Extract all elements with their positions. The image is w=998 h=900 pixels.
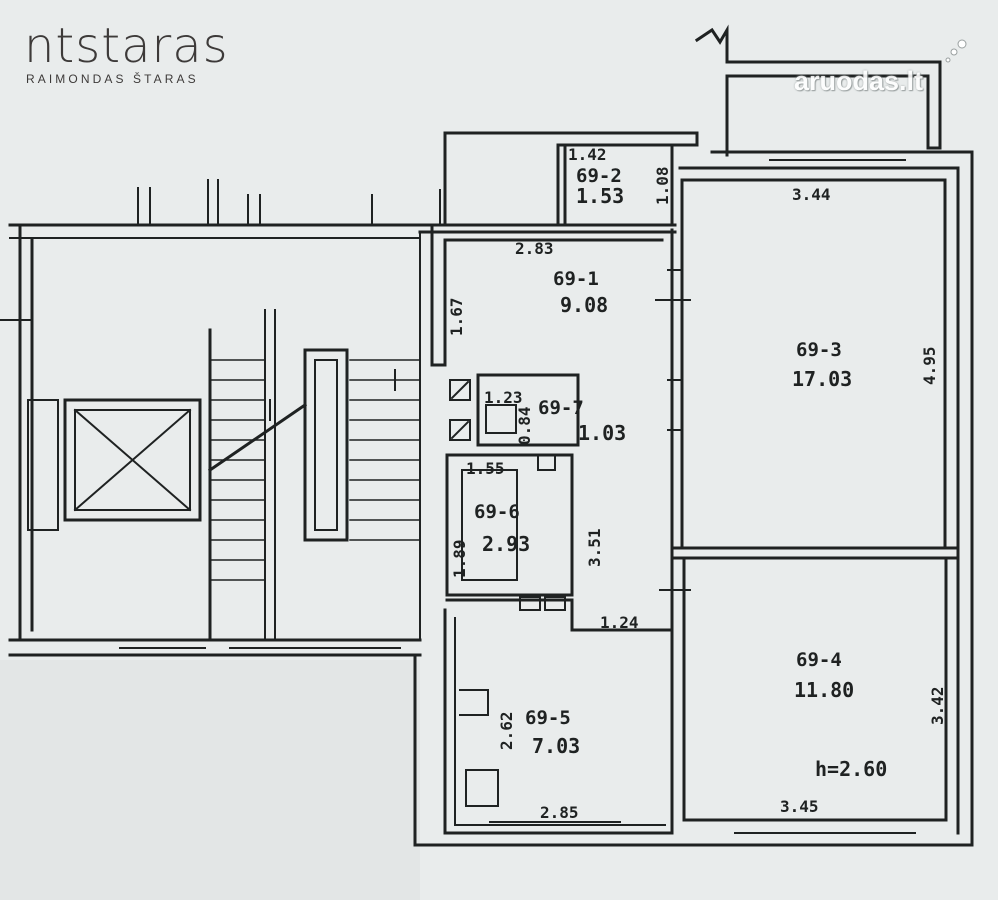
ceiling-height: h=2.60 [815,757,887,781]
room-69-1-depth: 1.67 [447,297,466,336]
room-69-1-width: 2.83 [515,239,554,258]
room-69-7-depth: 0.84 [515,406,534,445]
room-69-6-depth: 1.89 [450,539,469,578]
room-69-5-depth: 2.62 [497,711,516,750]
brand-logo: ntstaras [24,18,229,74]
room-69-2-id: 69-2 [576,165,622,187]
watermark-dots-icon [945,39,967,63]
room-69-3-area: 17.03 [792,367,852,391]
room-69-6-area: 2.93 [482,532,530,556]
room-69-7-area: 1.03 [578,421,626,445]
room-69-1-area: 9.08 [560,293,608,317]
room-69-2-width: 1.42 [568,145,607,164]
room-69-1-id: 69-1 [553,268,599,290]
room-69-5-area: 7.03 [532,734,580,758]
room-69-3-id: 69-3 [796,339,842,361]
room-69-7-id: 69-7 [538,397,584,419]
room-69-3-width: 3.44 [792,185,831,204]
room-69-4-depth: 3.42 [928,686,947,725]
room-69-4-area: 11.80 [794,678,854,702]
room-69-5-id: 69-5 [525,707,571,729]
room-69-4-width: 3.45 [780,797,819,816]
room-69-4-id: 69-4 [796,649,842,671]
room-69-6-height-dim: 3.51 [585,528,604,567]
room-69-3-depth: 4.95 [920,346,939,385]
room-69-6-width: 1.55 [466,459,505,478]
room-69-5-width: 2.85 [540,803,579,822]
site-watermark: aruodas.lt [794,66,924,96]
room-69-2-area: 1.53 [576,184,624,208]
corridor-width-dim: 1.24 [600,613,639,632]
room-69-6-id: 69-6 [474,501,520,523]
brand-tagline: RAIMONDAS ŠTARAS [26,72,199,86]
room-69-2-depth: 1.08 [653,166,672,205]
room-69-7-width: 1.23 [484,388,523,407]
